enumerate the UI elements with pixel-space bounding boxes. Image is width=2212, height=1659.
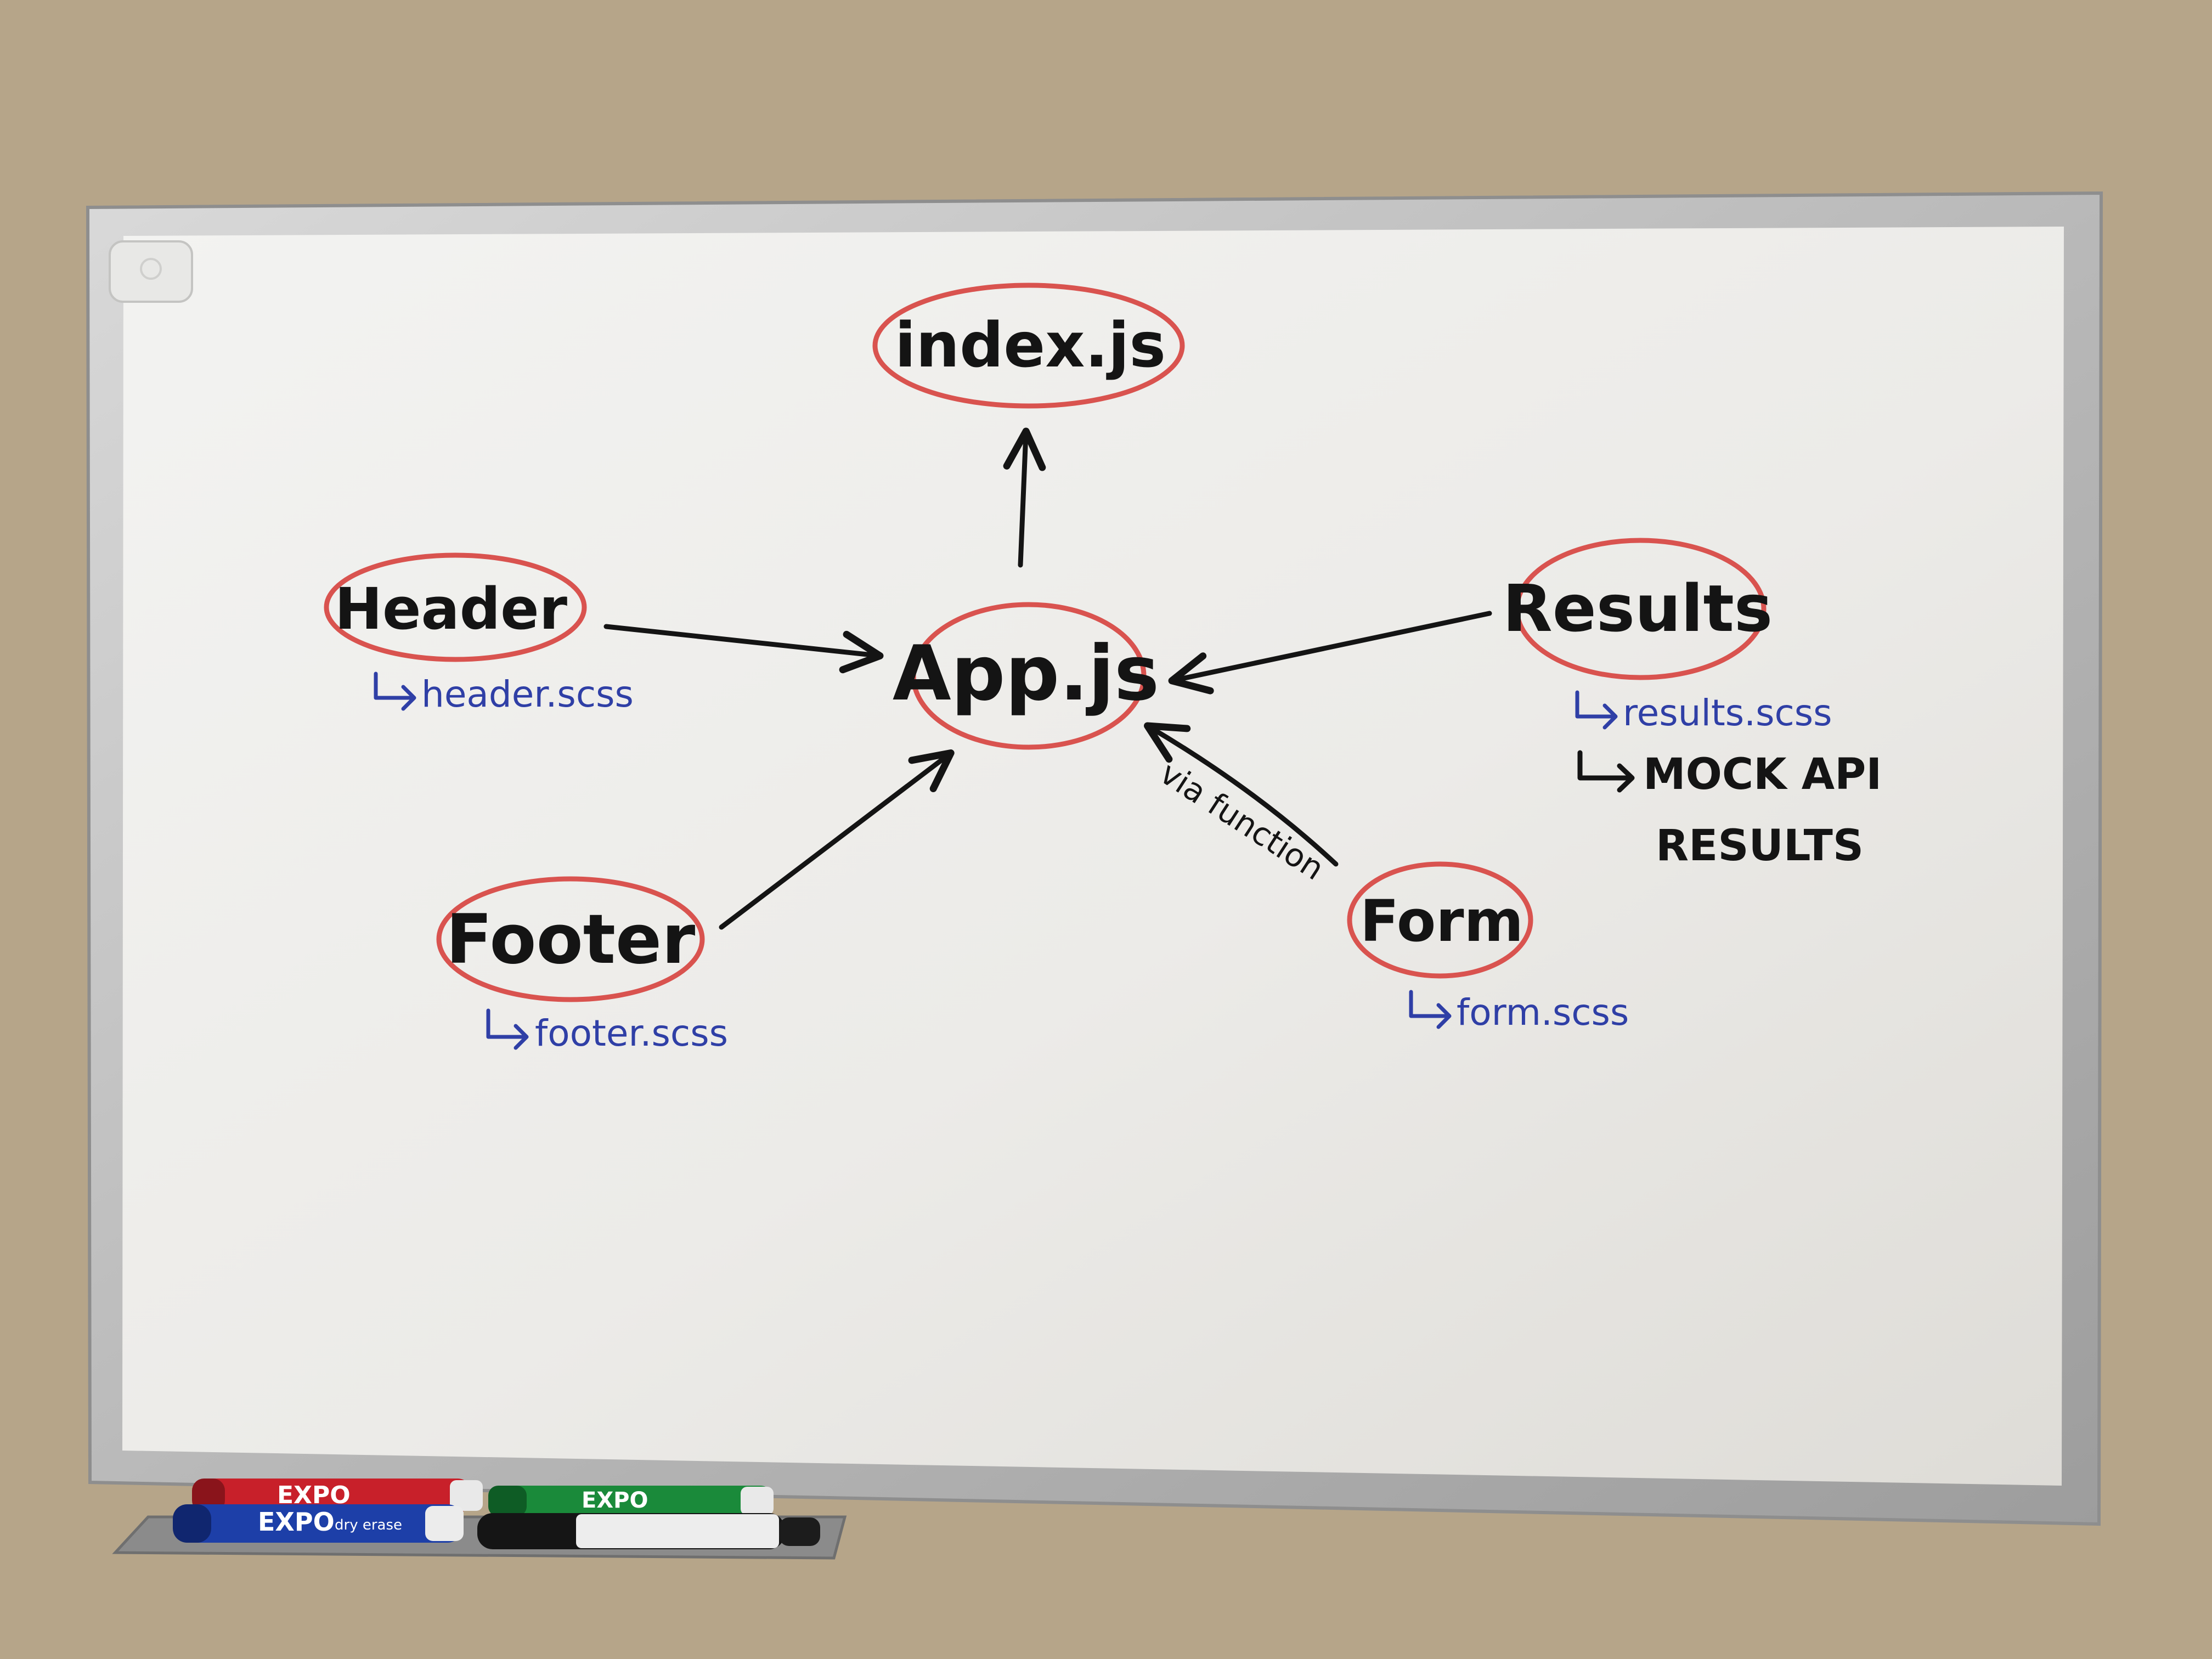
arrows [603,427,1492,930]
green-marker: EXPO [488,1486,774,1516]
label-results: Results [1503,571,1773,646]
mock-api-note: MOCK API RESULTS [1643,750,1882,871]
label-footer-scss: footer.scss [535,1012,728,1054]
blue-marker-sublabel: dry erase [335,1517,402,1533]
label-app: App.js [893,629,1159,718]
blue-marker: EXPO dry erase [173,1504,464,1543]
scss-labels: header.scss footer.scss results.scss for… [421,673,1832,1054]
hook-arrow-results-icon [1575,690,1618,730]
blue-marker-label: EXPO [258,1507,335,1537]
board-surface [122,227,2064,1486]
clip-logo-icon [140,258,162,280]
hook-arrow-footer-icon [486,1008,529,1050]
mock-line1: MOCK API [1643,750,1882,799]
arrow-app-to-index [1003,427,1046,568]
label-header: Header [335,575,567,642]
arrow-form-to-app [1144,722,1339,867]
scss-hook-arrows [374,672,1618,1050]
marker-tray: EXPO EXPO EXPO dry erase [112,1479,847,1560]
node-circles [324,283,1767,1002]
circle-header [324,552,587,662]
arrow-footer-to-app [719,749,955,930]
hook-arrow-header-icon [374,672,416,711]
label-index: index.js [895,310,1166,381]
mock-line2: RESULTS [1656,821,1864,871]
circle-form [1347,861,1533,979]
hook-arrow-mock-icon [1577,750,1635,793]
circle-results [1514,538,1767,680]
arrow-results-to-app [1168,611,1492,695]
green-marker-label: EXPO [582,1488,648,1513]
arrow-header-to-app [603,624,884,674]
black-marker [477,1513,820,1549]
circle-index [872,283,1185,409]
circle-app [911,602,1147,750]
label-form: Form [1360,888,1523,955]
node-labels: index.js App.js Header Footer Results Fo… [335,310,1773,979]
whiteboard [86,191,2103,1526]
hook-arrow-form-icon [1409,990,1452,1029]
label-footer: Footer [446,900,696,979]
mount-clip-icon [109,240,193,303]
circle-footer [436,876,705,1002]
label-results-scss: results.scss [1623,692,1832,734]
label-header-scss: header.scss [421,673,634,715]
label-form-scss: form.scss [1457,991,1629,1034]
